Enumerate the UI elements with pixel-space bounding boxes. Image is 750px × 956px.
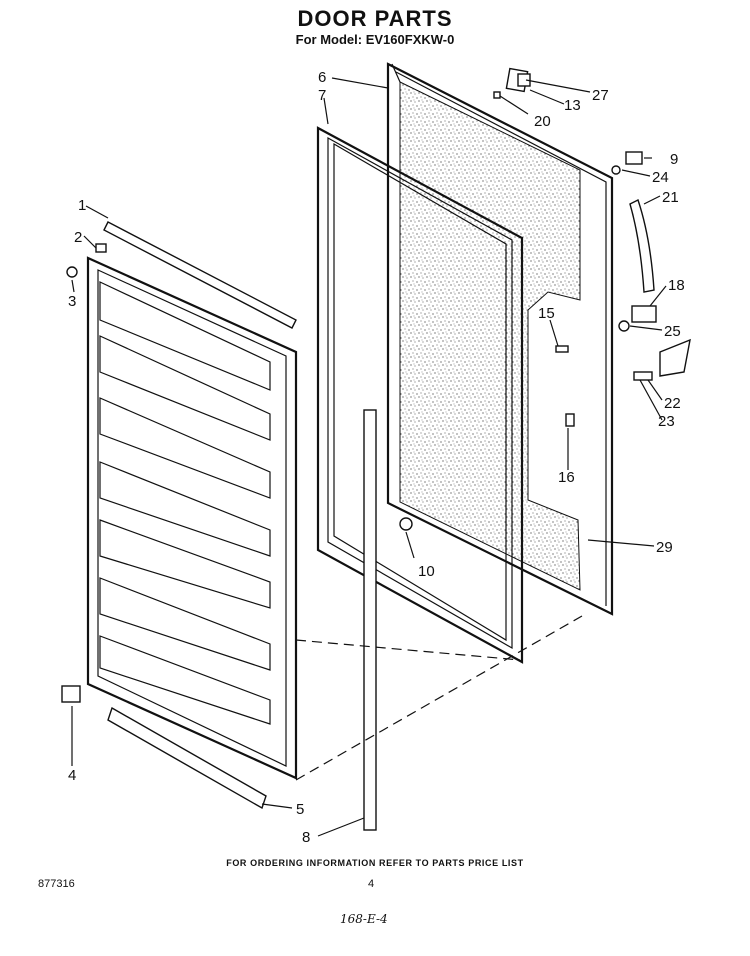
pad-part-13	[517, 73, 531, 87]
bottom-trim-strip	[107, 706, 267, 810]
pin-part-15	[555, 345, 569, 353]
callout-10: 10	[418, 563, 435, 580]
callout-20: 20	[534, 113, 551, 130]
handwritten-note: 168-E-4	[340, 912, 388, 926]
callout-5: 5	[296, 801, 304, 818]
callout-29: 29	[656, 539, 673, 556]
callout-9: 9	[670, 151, 678, 168]
plug-part-10	[399, 517, 413, 531]
callout-15: 15	[538, 305, 555, 322]
top-trim-strip	[103, 221, 297, 329]
alignment-lines	[295, 615, 583, 781]
callout-24: 24	[652, 169, 669, 186]
callout-13: 13	[564, 97, 581, 114]
callout-7: 7	[318, 87, 326, 104]
outer-door-panel	[386, 62, 614, 616]
callout-23: 23	[658, 413, 675, 430]
callout-1: 1	[78, 197, 86, 214]
switch-part-18	[631, 305, 657, 323]
breaker-strip	[363, 409, 377, 831]
bushing-part-16	[565, 413, 575, 427]
callout-8: 8	[302, 829, 310, 846]
hinge-part-4	[61, 685, 81, 703]
door-gasket	[316, 126, 524, 664]
document-number: 877316	[38, 878, 75, 890]
spring-part-25	[618, 320, 630, 332]
callout-25: 25	[664, 323, 681, 340]
page-number: 4	[368, 878, 375, 890]
hinge-pin-part-9	[625, 151, 643, 165]
callout-4: 4	[68, 767, 76, 784]
callout-18: 18	[668, 277, 685, 294]
door-stop-part-2	[95, 243, 107, 253]
inner-door-liner	[86, 256, 298, 780]
screw-part-23	[633, 371, 653, 381]
page-title: DOOR PARTS	[297, 6, 453, 31]
handle-bracket-part-22	[659, 338, 691, 377]
ordering-note: FOR ORDERING INFORMATION REFER TO PARTS …	[226, 858, 524, 868]
model-subtitle: For Model: EV160FXKW-0	[295, 32, 455, 47]
callout-6: 6	[318, 69, 326, 86]
leader-lines	[71, 77, 667, 837]
callout-16: 16	[558, 469, 575, 486]
clip-part-20	[493, 91, 501, 99]
callout-21: 21	[662, 189, 679, 206]
callout-22: 22	[664, 395, 681, 412]
screw-part-3	[66, 266, 78, 278]
callout-2: 2	[74, 229, 82, 246]
callout-27: 27	[592, 87, 609, 104]
callout-3: 3	[68, 293, 76, 310]
tube-part-21	[629, 199, 655, 293]
washer-part-24	[611, 165, 621, 175]
